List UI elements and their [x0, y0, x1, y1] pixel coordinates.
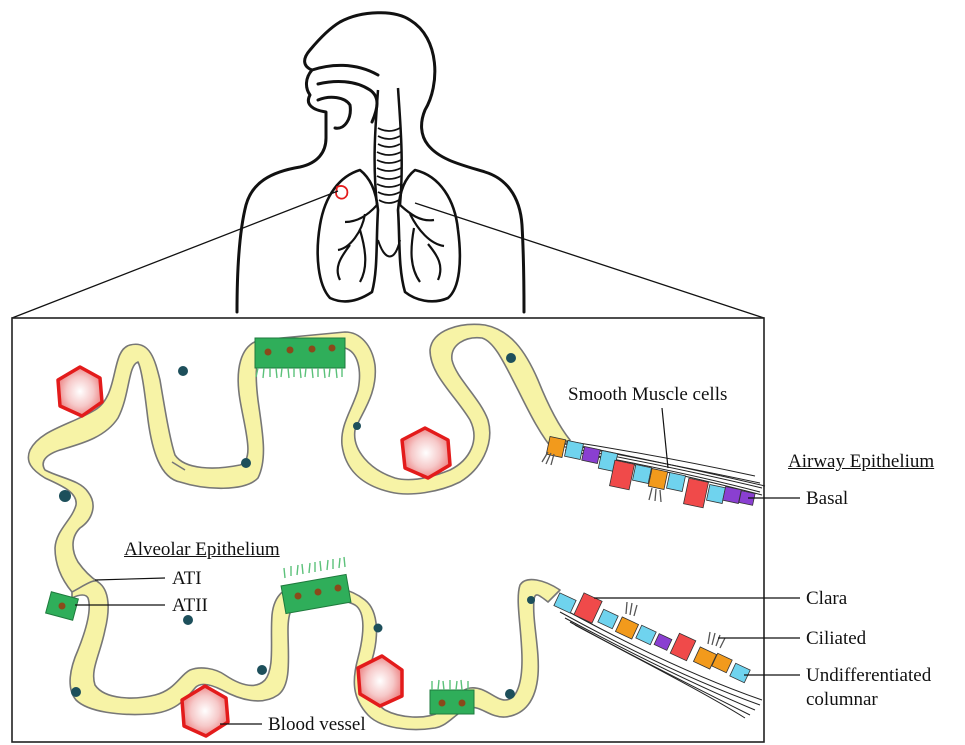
airway-epithelium-upper — [542, 437, 765, 508]
basal-label: Basal — [806, 489, 848, 509]
clara-label: Clara — [806, 589, 847, 609]
smooth-muscle-leader — [662, 408, 668, 468]
zoom-line-left — [12, 191, 338, 318]
alveolar-epithelium — [28, 324, 570, 729]
epithelial-cells-upper — [546, 437, 755, 508]
blood-vessel-label: Blood vessel — [268, 715, 366, 735]
trachea — [375, 88, 402, 205]
atii-cluster-top — [255, 338, 345, 378]
right-bronchi — [400, 205, 444, 282]
airway-epithelium-lower — [554, 593, 762, 718]
zoom-line-right — [415, 203, 764, 318]
alveolar-epithelium-label: Alveolar Epithelium — [124, 540, 280, 560]
atii-cluster-mid — [281, 557, 351, 614]
zoom-lines — [12, 191, 764, 318]
vessel-2 — [402, 428, 450, 478]
airway-epithelium-label: Airway Epithelium — [788, 452, 934, 472]
smooth-muscle-label: Smooth Muscle cells — [568, 385, 727, 405]
ati-label: ATI — [172, 569, 202, 589]
ciliated-label: Ciliated — [806, 629, 866, 649]
undifferentiated-label-line1: Undifferentiated — [806, 666, 931, 686]
vessel-3 — [358, 656, 402, 706]
lungs — [318, 170, 460, 301]
left-bronchi — [338, 205, 377, 282]
heart-notch — [378, 240, 400, 257]
atii-cluster-bottom — [430, 680, 474, 714]
atii-label: ATII — [172, 596, 208, 616]
nasal-cavity — [312, 65, 378, 122]
vessel-1 — [58, 367, 102, 416]
trachea-rings — [377, 128, 401, 203]
trachea-right-wall — [398, 88, 402, 205]
highlight-region — [336, 186, 347, 199]
undifferentiated-label-line2: columnar — [806, 690, 878, 710]
ati-leader — [95, 578, 165, 580]
right-lung-outline — [398, 170, 460, 301]
trachea-left-wall — [375, 90, 378, 205]
